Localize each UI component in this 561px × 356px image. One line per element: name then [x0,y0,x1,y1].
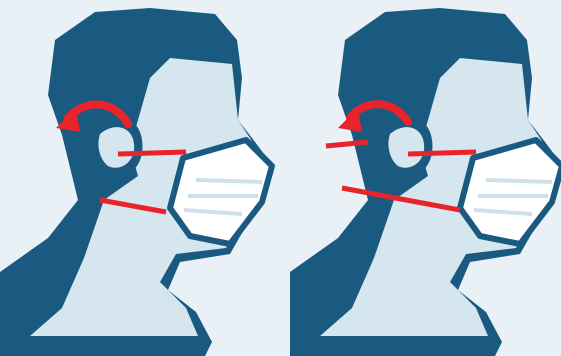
upper-head-tie [408,152,476,154]
mask-pleat [196,180,262,182]
figure-right [290,8,561,356]
upper-ear-loop [118,152,186,154]
face-mask [460,140,561,244]
figure-left [0,8,272,356]
face-mask [170,140,272,244]
mask-pleat [486,180,552,182]
